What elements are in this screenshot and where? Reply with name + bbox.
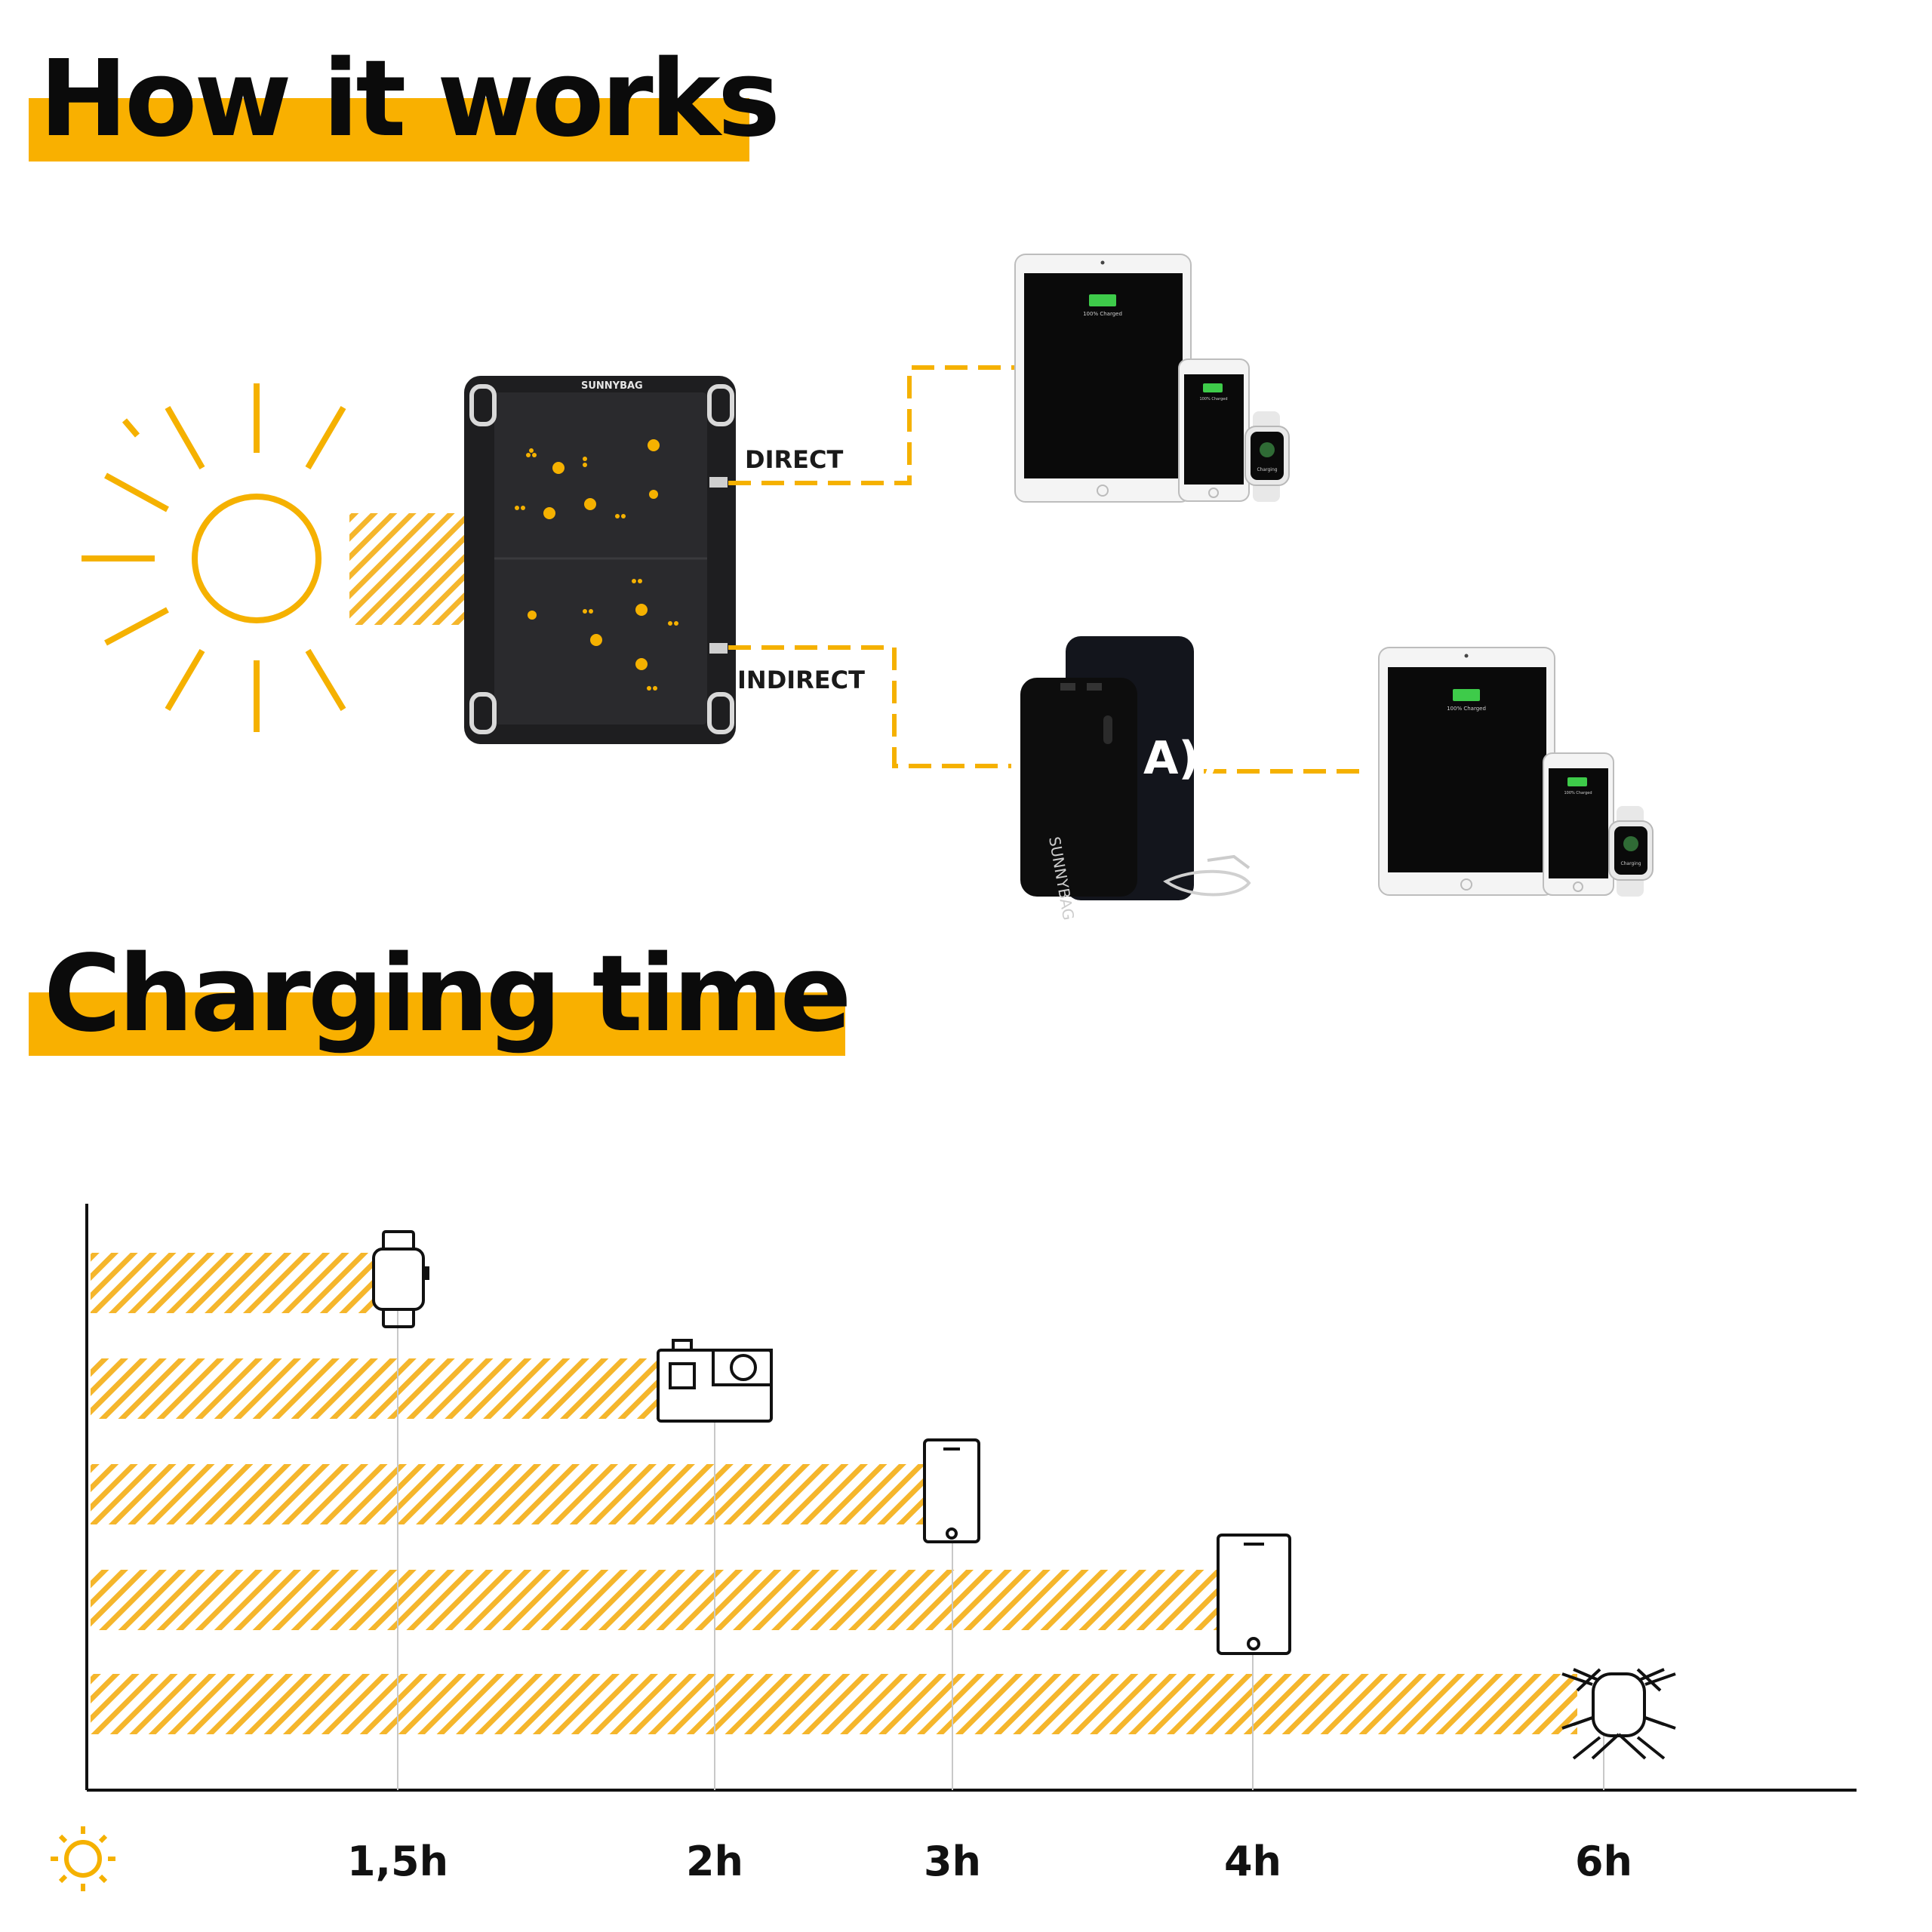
sun-icon-small <box>51 1826 115 1891</box>
heading-charging-time: Charging time <box>44 933 851 1056</box>
tablet-device-1: 100% Charged <box>1014 254 1192 503</box>
charge-bar-5 <box>91 1674 1577 1734</box>
heading-highlight-charging <box>29 992 845 1056</box>
svg-text:A)): A)) <box>1143 732 1220 785</box>
panel-brand: SUNNYBAG <box>581 380 643 392</box>
watch-device-1: Charging <box>1244 411 1290 502</box>
drone-icon <box>1561 1668 1676 1760</box>
direct-line <box>728 365 1015 485</box>
direct-label: DIRECT <box>745 445 843 474</box>
sun-icon <box>82 383 346 732</box>
phone-device-2: 100% Charged <box>1543 752 1614 896</box>
charge-bar-2 <box>91 1358 658 1419</box>
smartwatch-icon <box>372 1230 429 1328</box>
tablet-icon <box>1217 1534 1291 1655</box>
phone-status-2: 100% Charged <box>1564 791 1592 795</box>
tablet-status-1: 100% Charged <box>1083 311 1122 317</box>
tick-label-2: 2h <box>686 1838 743 1885</box>
phone-status-1: 100% Charged <box>1200 397 1228 401</box>
indirect-line <box>728 645 1011 768</box>
direct-devices: 100% Charged 100% Charged Charging <box>1014 254 1290 503</box>
connection-lines <box>728 365 1367 774</box>
smartphone-icon <box>923 1438 980 1543</box>
indirect-label: INDIRECT <box>737 666 865 694</box>
powerbanks: A)) SUNNYBAG <box>1020 636 1251 921</box>
charge-bar-3 <box>91 1464 924 1524</box>
tick-label-1: 1,5h <box>347 1838 448 1885</box>
heading-how-it-works: How it works <box>39 38 780 161</box>
heading-highlight-how <box>29 98 749 162</box>
watch-status-2: Charging <box>1620 861 1641 866</box>
charge-bar-1 <box>91 1253 374 1313</box>
phone-device-1: 100% Charged <box>1178 358 1250 502</box>
tablet-device-2: 100% Charged <box>1378 647 1555 896</box>
solar-panel: SUNNYBAG <box>464 376 736 744</box>
charge-bar-4 <box>91 1570 1218 1630</box>
watch-status-1: Charging <box>1257 467 1277 472</box>
charging-time-chart: 1,5h 2h 3h 4h 6h <box>51 1204 1857 1891</box>
tick-label-3: 3h <box>924 1838 981 1885</box>
action-camera-icon <box>657 1339 773 1423</box>
tablet-status-2: 100% Charged <box>1447 706 1486 712</box>
tick-label-4: 4h <box>1224 1838 1281 1885</box>
tick-label-5: 6h <box>1575 1838 1632 1885</box>
indirect-devices: 100% Charged 100% Charged Charging <box>1378 647 1654 897</box>
watch-device-2: Charging <box>1608 806 1654 897</box>
